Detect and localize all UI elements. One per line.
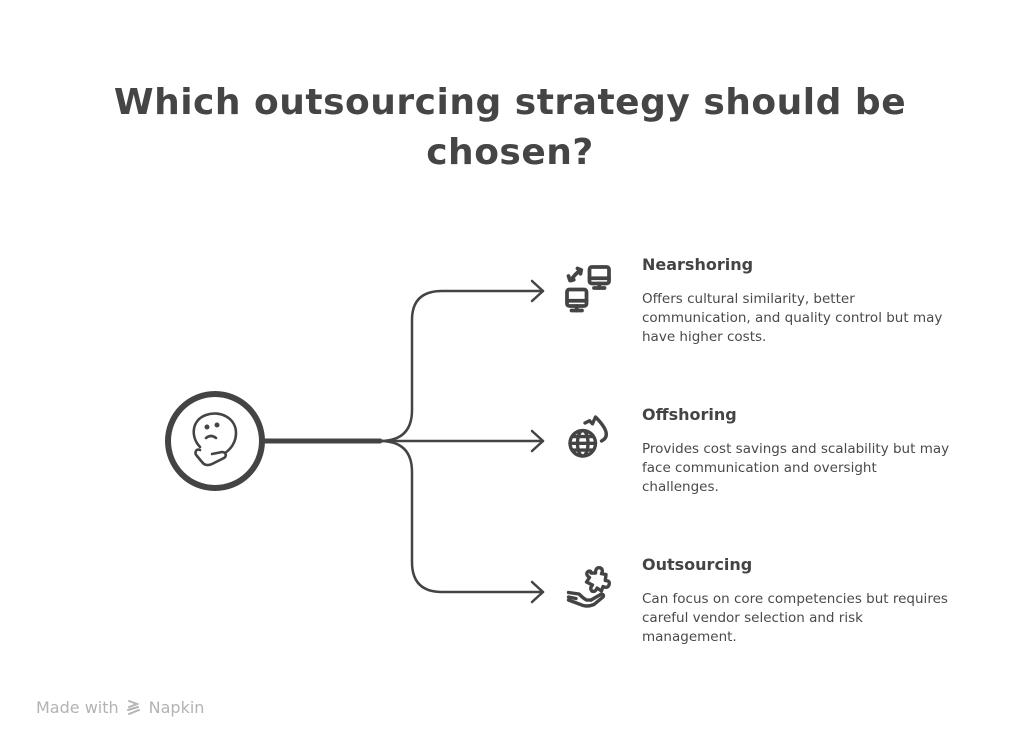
computers-exchange-icon: [565, 265, 611, 313]
globe-flame-icon: [568, 415, 608, 458]
napkin-logo-icon: [126, 699, 140, 715]
made-with-napkin-badge: Made with Napkin: [36, 698, 204, 717]
option-nearshoring: Nearshoring Offers cultural similarity, …: [642, 254, 952, 347]
center-node: [165, 391, 265, 491]
option-description: Offers cultural similarity, better commu…: [642, 291, 943, 345]
thinking-face-icon: [192, 412, 238, 467]
option-description: Provides cost savings and scalability bu…: [642, 441, 950, 495]
hand-puzzle-icon: [566, 565, 612, 608]
napkin-brand-label: Napkin: [148, 698, 205, 717]
option-title: Nearshoring: [642, 255, 754, 274]
made-with-label: Made with: [36, 698, 119, 717]
page-title: Which outsourcing strategy should be cho…: [113, 82, 907, 173]
option-title: Offshoring: [642, 405, 737, 424]
option-description: Can focus on core competencies but requi…: [642, 591, 948, 645]
option-outsourcing: Outsourcing Can focus on core competenci…: [642, 554, 952, 647]
option-title: Outsourcing: [642, 555, 753, 574]
option-offshoring: Offshoring Provides cost savings and sca…: [642, 404, 952, 497]
